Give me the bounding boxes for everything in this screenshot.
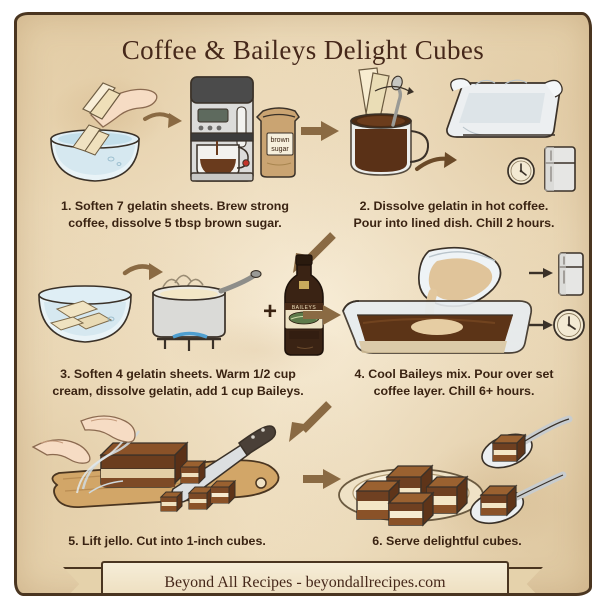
fridge-icon <box>544 146 576 192</box>
illustration-step-3: + BAILEYS <box>27 247 327 359</box>
clock-icon <box>507 157 535 185</box>
step-1-text: 1. Soften 7 gelatin sheets. Brew strong … <box>61 199 289 230</box>
arrow-step1-to-step2 <box>299 119 341 143</box>
coffee-mug-icon <box>350 67 430 176</box>
jello-cubes-icon <box>159 459 237 513</box>
arrow-step4-to-step5 <box>285 400 335 444</box>
step-5-text: 5. Lift jello. Cut into 1-inch cubes. <box>68 534 266 548</box>
spoon-icon <box>481 415 573 469</box>
illustration-step-6 <box>335 415 585 531</box>
arrow-icon <box>415 152 457 171</box>
illustration-step-5 <box>31 413 323 531</box>
arrow-step5-to-step6 <box>301 467 343 491</box>
gelatin-water-bowl-icon <box>38 285 132 343</box>
water-bowl-icon <box>50 124 140 182</box>
hand-icon <box>80 415 136 443</box>
knife-icon <box>171 425 277 503</box>
arrow-step3-to-step4 <box>301 303 343 327</box>
footer-banner: Beyond All Recipes - beyondallrecipes.co… <box>101 561 509 593</box>
illustration-step-2 <box>335 65 585 193</box>
step-3-text: 3. Soften 4 gelatin sheets. Warm 1/2 cup… <box>52 367 304 398</box>
footer-ribbon: Beyond All Recipes - beyondallrecipes.co… <box>63 561 543 593</box>
spoon-icon <box>469 471 567 525</box>
illustration-step-4 <box>333 245 585 361</box>
saucepan-stove-icon <box>152 270 262 351</box>
svg-text:BAILEYS: BAILEYS <box>292 305 317 311</box>
page-title: Coffee & Baileys Delight Cubes <box>121 35 485 65</box>
fridge-icon <box>558 252 584 296</box>
lined-baking-dish-icon <box>446 77 563 138</box>
baking-dish-coffee-layer-icon <box>342 300 533 354</box>
svg-text:brown: brown <box>270 137 289 144</box>
clock-icon <box>553 309 585 341</box>
plus-sign: + <box>263 298 277 325</box>
pouring-bowl-icon <box>418 246 502 308</box>
brown-sugar-bag-icon: brown sugar <box>255 107 300 178</box>
layered-cubes-icon <box>355 464 469 527</box>
arrow-icon <box>529 268 553 278</box>
hand-icon <box>82 82 158 128</box>
parchment-sheet: Coffee & Baileys Delight Cubes <box>14 12 592 596</box>
illustration-step-1: brown sugar <box>33 67 323 192</box>
hand-icon <box>31 439 91 464</box>
jello-slab-icon <box>99 441 189 488</box>
coffee-maker-icon <box>190 76 254 182</box>
arrow-icon <box>143 112 182 128</box>
arrow-icon <box>529 320 553 330</box>
footer-text: Beyond All Recipes - beyondallrecipes.co… <box>164 574 446 591</box>
arrow-icon <box>122 263 163 280</box>
step-4-text: 4. Cool Baileys mix. Pour over set coffe… <box>354 367 554 398</box>
svg-text:sugar: sugar <box>271 146 289 153</box>
step-6-text: 6. Serve delightful cubes. <box>372 534 522 548</box>
step-2-text: 2. Dissolve gelatin in hot coffee. Pour … <box>353 199 555 230</box>
